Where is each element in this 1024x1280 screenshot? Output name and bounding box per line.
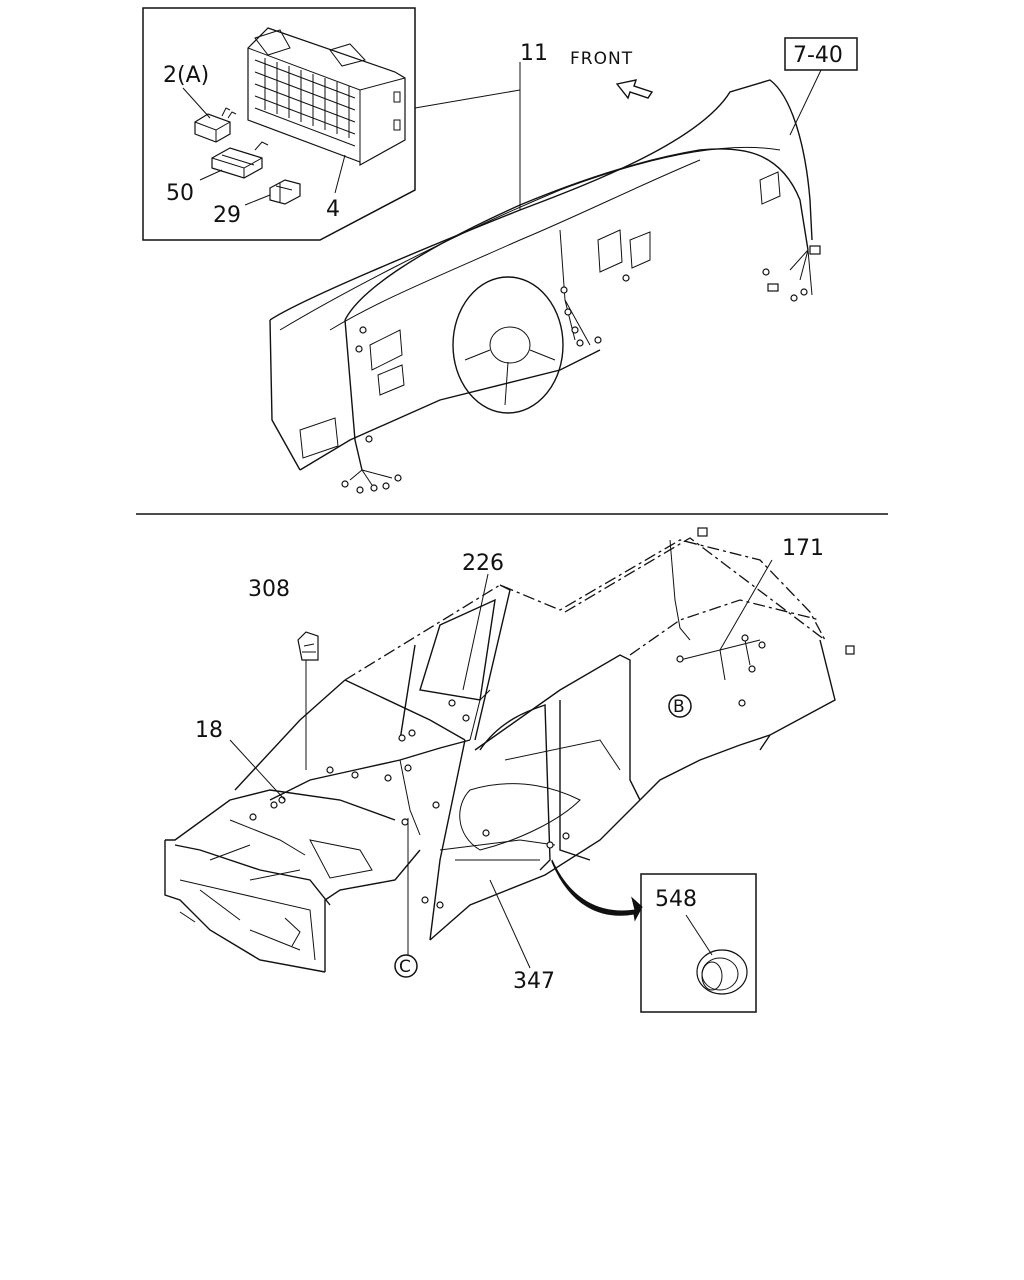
fuse-illustration xyxy=(211,141,269,179)
callout-harness-roof: 226 xyxy=(462,551,504,576)
ref-circle-b xyxy=(668,694,692,718)
callout-bracket: 308 xyxy=(248,577,290,602)
clip-illustration xyxy=(269,179,301,205)
callout-harness-rear: 171 xyxy=(782,536,824,561)
callout-relay: 2(A) xyxy=(163,63,209,88)
callout-fuse-box: 4 xyxy=(326,197,340,222)
instrument-panel-illustration xyxy=(269,79,813,486)
callout-harness-body: 18 xyxy=(195,718,223,743)
callout-clip: 29 xyxy=(213,203,241,228)
body-connectors xyxy=(249,527,855,909)
callout-ref-page: 7-40 xyxy=(793,43,843,68)
callout-grommet: 548 xyxy=(655,887,697,912)
callout-harness-dash: 11 xyxy=(520,41,548,66)
bracket-illustration xyxy=(297,631,319,661)
vehicle-body-illustration xyxy=(164,537,836,973)
callout-harness-floor: 347 xyxy=(513,969,555,994)
ref-label-b: B xyxy=(673,697,686,717)
ref-circle-c xyxy=(394,954,418,978)
ref-label-c: C xyxy=(399,957,412,977)
front-arrow xyxy=(615,79,654,100)
top-leader-lines xyxy=(182,62,823,210)
front-label: FRONT xyxy=(570,49,633,69)
grommet-inset xyxy=(551,859,757,1013)
ref-page-box xyxy=(784,37,858,71)
fuse-box-inset xyxy=(142,7,416,241)
callout-fuse: 50 xyxy=(166,181,194,206)
body-harness-wires xyxy=(269,539,761,851)
fuse-box-illustration xyxy=(247,27,406,167)
bottom-leader-lines xyxy=(229,559,773,969)
relay-illustration xyxy=(194,107,237,143)
dash-connectors xyxy=(341,245,821,494)
